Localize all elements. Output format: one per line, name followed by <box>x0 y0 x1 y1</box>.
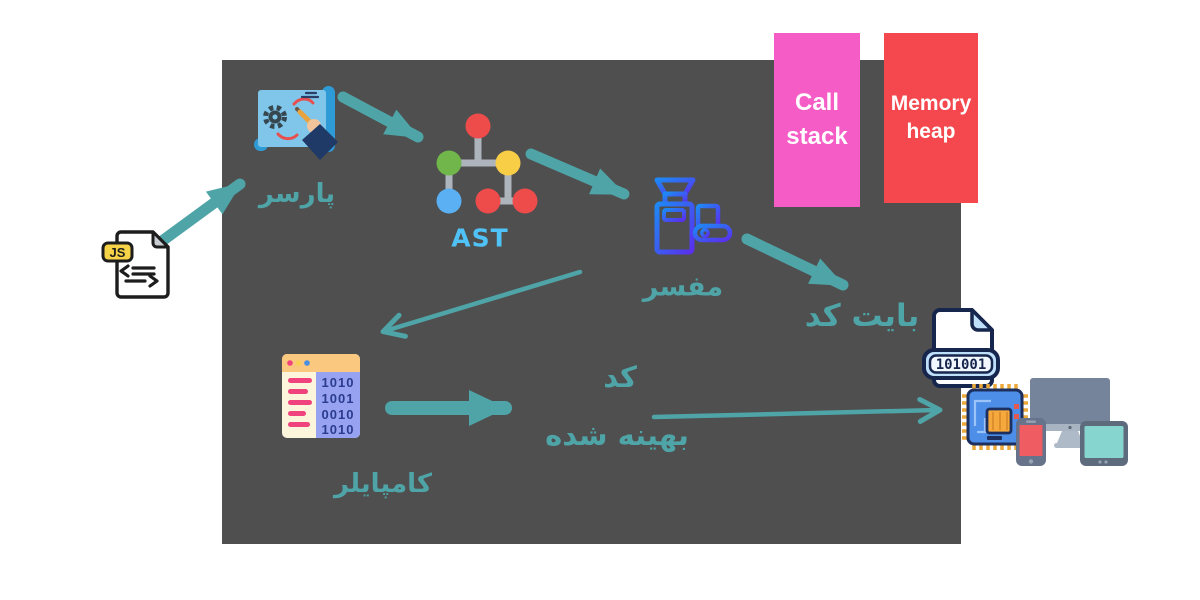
optimized-code-label-line1: کد <box>603 360 637 394</box>
interpreter-machine-icon <box>654 177 733 255</box>
compiler-binary-row: 1010 <box>322 375 355 390</box>
gear-icon <box>263 105 287 129</box>
writing-hand-icon <box>295 107 338 160</box>
memory-heap-label: Memory heap <box>890 91 972 143</box>
optimized-code-label-line2: بهینه شده <box>545 418 689 452</box>
call-stack-box: Call stack <box>774 33 860 207</box>
js-file-icon: JS <box>101 230 170 299</box>
parser-icon <box>254 86 338 160</box>
compiler-binary-row: 1010 <box>322 422 355 437</box>
bytecode-file-icon: 101001 <box>922 308 1000 388</box>
tablet-icon <box>1080 421 1128 466</box>
ast-tree-icon <box>436 113 538 214</box>
arrow-js-to-parser <box>152 178 246 250</box>
call-stack-label: Call stack <box>786 89 848 150</box>
memory-heap-box: Memory heap <box>884 33 978 203</box>
binary-code-label: 101001 <box>936 357 987 373</box>
compiler-label: کامپایلر <box>334 469 432 499</box>
smartphone-icon <box>1016 418 1046 466</box>
compiler-binary-row: 1001 <box>322 391 355 406</box>
arrow-interpreter-to-bytecode <box>741 233 849 291</box>
bytecode-label: بایت کد <box>804 298 920 334</box>
arrow-ast-to-interpreter <box>525 148 630 200</box>
compiler-icon: 1010 1001 0010 1010 <box>282 354 360 438</box>
parser-label: پارسر <box>258 179 336 209</box>
ast-label: AST <box>451 223 509 253</box>
devices-icon <box>1016 378 1128 466</box>
arrow-parser-to-ast <box>337 91 424 143</box>
compiler-binary-row: 0010 <box>322 407 355 422</box>
arrow-interpreter-to-compiler <box>380 269 583 339</box>
interpreter-label: مفسر <box>642 271 724 303</box>
js-badge-label: JS <box>110 245 126 260</box>
arrow-optimized-code-to-cpu <box>651 396 943 424</box>
monitor-icon <box>1030 378 1110 448</box>
